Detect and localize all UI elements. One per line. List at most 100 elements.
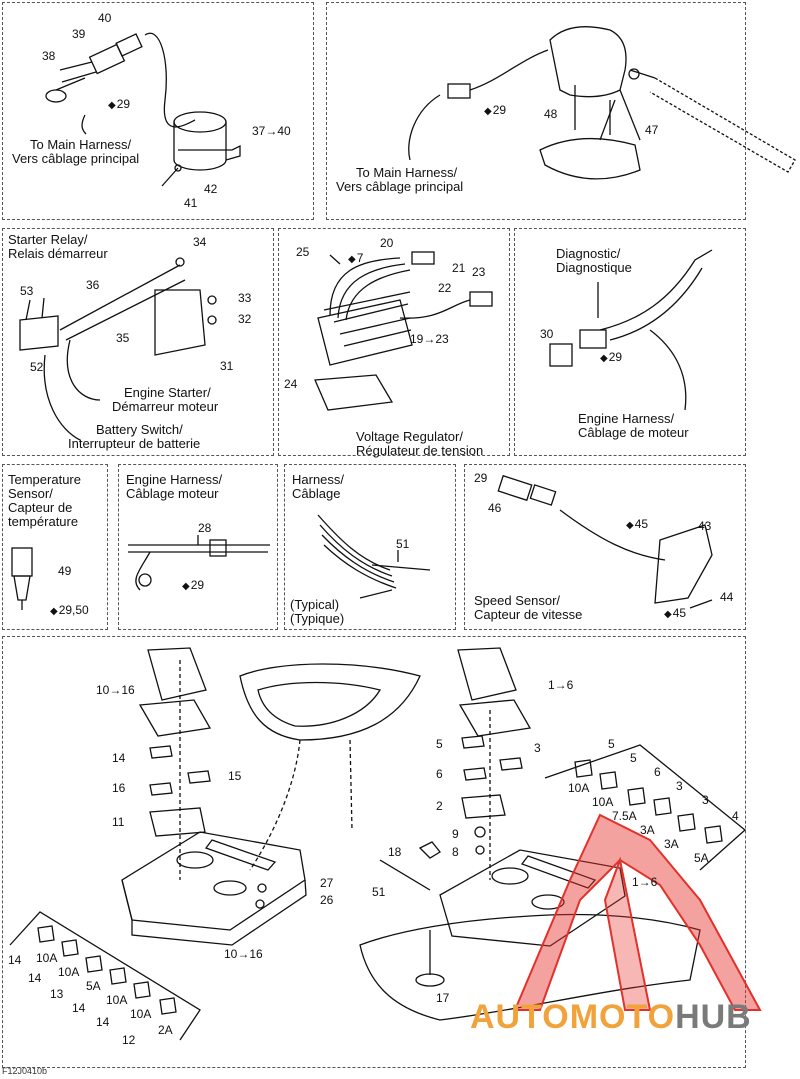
engine-harness-label-fr: Câblage de moteur — [578, 425, 689, 440]
fuse-rating: 10A — [36, 951, 58, 965]
fuse-callout: 14 — [8, 953, 22, 967]
voltage-regulator-label-fr: Régulateur de tension — [356, 443, 484, 458]
fuse-callout: 14 — [72, 1001, 86, 1015]
fuse-callout: 14 — [96, 1015, 110, 1029]
harness-drawing — [317, 514, 431, 599]
engine-starter-label-fr: Démarreur moteur — [112, 399, 219, 414]
diagnostic-title: Diagnostic/ — [556, 246, 621, 261]
fuse-callout: 5 — [608, 737, 615, 751]
fuse-callout: 14 — [28, 971, 42, 985]
callout-41: 41 — [184, 196, 198, 210]
callout-20: 20 — [380, 236, 394, 250]
callout-29-50: 29,50 — [50, 604, 89, 618]
panel-voltage-regulator — [278, 228, 510, 456]
callout-40: 40 — [98, 11, 112, 25]
engine-harness-label: Engine Harness/ — [578, 411, 675, 426]
starter-relay-title: Starter Relay/ — [8, 232, 88, 247]
speed-sensor-label: Speed Sensor/ — [474, 593, 561, 608]
callout-15: 15 — [228, 769, 242, 783]
fuse-rating: 10A — [106, 993, 128, 1007]
starter-relay-drawing — [19, 257, 217, 441]
callout-30: 30 — [540, 327, 554, 341]
fuse-rating: 5A — [694, 851, 709, 865]
fuse-rating: 10A — [568, 781, 590, 795]
callout-6: 6 — [436, 767, 443, 781]
callout-18: 18 — [388, 845, 402, 859]
panel-fuse-boxes — [2, 636, 746, 1068]
battery-switch-label: Battery Switch/ — [96, 422, 183, 437]
temperature-sensor-drawing — [11, 547, 33, 610]
callout-45: 45 — [626, 518, 648, 532]
callout-16: 16 — [112, 781, 126, 795]
fuse-callout: 12 — [122, 1033, 136, 1047]
fuse-rating: 7.5A — [612, 809, 637, 823]
panel-engine-harness — [118, 464, 278, 630]
callout-5: 5 — [436, 737, 443, 751]
watermark-logo — [513, 813, 762, 1011]
temperature-sensor-title: Temperature — [8, 472, 81, 487]
callout-46: 46 — [488, 501, 502, 515]
temperature-sensor-title-3: Capteur de — [8, 500, 73, 515]
fuse-callout: 4 — [732, 809, 739, 823]
typical-label-fr: (Typique) — [290, 611, 345, 626]
engine-harness-title-fr: Câblage moteur — [126, 486, 219, 501]
panel-temperature-sensor — [2, 464, 108, 630]
callout-38: 38 — [42, 49, 56, 63]
engine-starter-label: Engine Starter/ — [124, 385, 211, 400]
figure-code: F12J0410b — [2, 1066, 48, 1076]
callout-33: 33 — [238, 291, 252, 305]
callout-53: 53 — [20, 284, 34, 298]
callout-35: 35 — [116, 331, 130, 345]
callout-49: 49 — [58, 564, 72, 578]
harness-title-fr: Câblage — [292, 486, 341, 501]
voltage-regulator-drawing — [314, 251, 493, 411]
fuse-callout: 3 — [676, 779, 683, 793]
callout-3: 3 — [534, 741, 541, 755]
to-main-harness-label: To Main Harness/ — [356, 165, 458, 180]
callout-37-40: 37→40 — [252, 124, 291, 138]
solenoid-drawing — [45, 32, 241, 187]
callout-1-6: 1→6 — [548, 678, 574, 692]
callout-27: 27 — [320, 876, 334, 890]
fuse-rating: 3A — [640, 823, 655, 837]
callout-11: 11 — [112, 815, 125, 829]
callout-22: 22 — [438, 281, 452, 295]
callout-36: 36 — [86, 278, 100, 292]
callout-25: 25 — [296, 245, 310, 259]
engine-harness-drawing — [128, 535, 270, 591]
callout-23: 23 — [472, 265, 486, 279]
callout-48: 48 — [544, 107, 558, 121]
panel-speed-sensor — [464, 464, 746, 630]
panel-bilge-pump — [326, 2, 746, 220]
diagnostic-drawing — [549, 249, 713, 411]
to-main-harness-label-fr: Vers câblage principal — [12, 151, 140, 166]
speed-sensor-drawing — [497, 474, 713, 609]
fuse-rating: 2A — [158, 1023, 173, 1037]
callout-7: 7 — [348, 252, 364, 266]
callout-29: 29 — [474, 471, 488, 485]
callout-44: 44 — [720, 590, 734, 604]
callout-24: 24 — [284, 377, 298, 391]
callout-51: 51 — [372, 885, 386, 899]
fuse-rating: 10A — [130, 1007, 152, 1021]
fuse-callout: 3 — [702, 793, 709, 807]
callout-39: 39 — [72, 27, 86, 41]
callout-19-23: 19→23 — [410, 332, 449, 346]
typical-label: (Typical) — [290, 597, 340, 612]
starter-relay-title-fr: Relais démarreur — [8, 246, 108, 261]
battery-switch-label-fr: Interrupteur de batterie — [68, 436, 201, 451]
callout-9: 9 — [452, 827, 459, 841]
callout-29: 29 — [182, 579, 204, 593]
fuse-rating: 10A — [58, 965, 80, 979]
fuse-callout: 6 — [654, 765, 661, 779]
voltage-regulator-label: Voltage Regulator/ — [356, 429, 463, 444]
callout-1-6: 1→6 — [632, 875, 658, 889]
callout-10-16: 10→16 — [96, 683, 135, 697]
callout-51: 51 — [396, 537, 410, 551]
bilge-pump-drawing — [408, 26, 796, 180]
callout-29: 29 — [108, 98, 130, 112]
callout-28: 28 — [198, 521, 212, 535]
speed-sensor-label-fr: Capteur de vitesse — [474, 607, 583, 622]
to-main-harness-label: To Main Harness/ — [30, 137, 132, 152]
